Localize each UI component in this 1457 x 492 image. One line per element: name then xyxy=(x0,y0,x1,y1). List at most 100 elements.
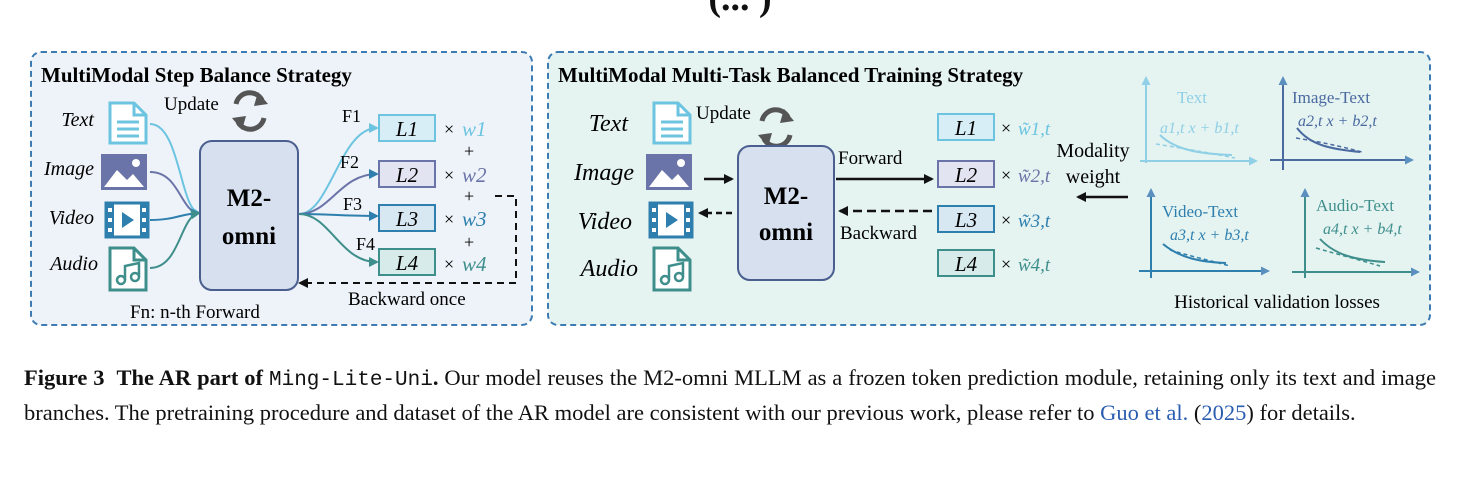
left-plus3: + xyxy=(464,232,474,252)
mini-plot-video-text: Video-Text a3,t x + b3,t xyxy=(1139,188,1270,278)
left-loss1-box xyxy=(378,114,436,142)
right-loss3-box xyxy=(937,205,995,233)
left-weight2: w2 xyxy=(462,163,487,187)
citation-author-link[interactable]: Guo et al. xyxy=(1100,400,1189,425)
left-plus1: + xyxy=(464,141,474,161)
right-weight3: w̃3,t xyxy=(1018,211,1051,232)
right-loss2-label: L2 xyxy=(954,163,978,187)
right-model-label-line1: M2- xyxy=(764,183,808,210)
left-audio-arrow xyxy=(149,209,201,269)
caption-body-2: for details. xyxy=(1253,400,1356,425)
right-panel-title: MultiModal Multi-Task Balanced Training … xyxy=(558,63,1024,87)
left-forward1-arrow xyxy=(298,123,379,215)
image-icon xyxy=(101,154,147,190)
left-forward3-label: F3 xyxy=(343,194,362,214)
cropped-header-fragment: (... ) xyxy=(708,0,771,19)
right-weight4: w̃4,t xyxy=(1018,255,1051,276)
image-icon xyxy=(646,154,692,190)
audio-icon xyxy=(652,246,692,292)
left-loss4-label: L4 xyxy=(395,251,419,275)
mini-plot-image-text-formula: a2,t x + b2,t xyxy=(1298,113,1377,130)
right-panel: MultiModal Multi-Task Balanced Training … xyxy=(547,51,1431,326)
caption-bold-title: The AR part of xyxy=(116,365,264,390)
figure-number: Figure 3 xyxy=(24,365,105,390)
left-forward2-label: F2 xyxy=(340,152,359,172)
right-input-audio-label: Audio xyxy=(579,256,638,282)
right-model-box xyxy=(737,145,835,281)
left-update-label: Update xyxy=(164,94,219,115)
right-forward-label: Forward xyxy=(838,148,903,169)
architecture-diagram: (... ) MultiModal Step Balance Strategy … xyxy=(30,0,1431,326)
left-forward1-label: F1 xyxy=(342,106,361,126)
left-times1: × xyxy=(444,119,454,139)
left-times3: × xyxy=(444,209,454,229)
document-icon xyxy=(652,101,692,145)
historical-losses-caption: Historical validation losses xyxy=(1174,292,1380,313)
modality-weight-label-line1: Modality xyxy=(1056,140,1129,162)
left-weight1: w1 xyxy=(462,117,487,141)
right-input-text-label: Text xyxy=(589,111,629,137)
right-model-label-line2: omni xyxy=(759,219,813,246)
right-loss1-box xyxy=(937,113,995,141)
right-times2: × xyxy=(1001,165,1011,185)
right-times4: × xyxy=(1001,254,1011,274)
right-input-image-label: Image xyxy=(573,160,634,186)
mini-plot-video-text-title: Video-Text xyxy=(1162,202,1238,221)
mini-plot-image-text-title: Image-Text xyxy=(1292,88,1370,107)
right-loss2-box xyxy=(937,160,995,188)
document-icon xyxy=(108,101,148,145)
left-times4: × xyxy=(444,254,454,274)
video-icon xyxy=(104,201,150,239)
video-icon xyxy=(648,201,694,239)
modality-weight-label-line2: weight xyxy=(1066,166,1121,188)
left-backward-label: Backward once xyxy=(348,289,466,310)
caption-code-name: Ming-Lite-Uni xyxy=(269,369,433,392)
mini-plot-text-formula: a1,t x + b1,t xyxy=(1160,120,1239,137)
left-loss3-label: L3 xyxy=(395,207,418,231)
left-input-audio-label: Audio xyxy=(48,253,98,275)
mini-plot-video-text-formula: a3,t x + b3,t xyxy=(1170,227,1249,244)
right-times1: × xyxy=(1001,118,1011,138)
left-loss2-label: L2 xyxy=(395,163,419,187)
right-loss1-label: L1 xyxy=(954,116,977,140)
left-times2: × xyxy=(444,165,454,185)
mini-plot-audio-text-title: Audio-Text xyxy=(1316,196,1394,215)
left-forward4-arrow xyxy=(298,213,379,267)
mini-plot-text: Text a1,t x + b1,t xyxy=(1140,76,1258,166)
left-forward3-arrow xyxy=(298,210,379,221)
left-model-label-line2: omni xyxy=(222,223,276,250)
left-input-video-label: Video xyxy=(49,207,94,229)
right-weight1: w̃1,t xyxy=(1018,119,1051,140)
left-input-image-label: Image xyxy=(43,158,94,180)
left-loss4-box xyxy=(378,248,436,276)
left-model-label-line1: M2- xyxy=(227,185,271,212)
left-loss2-box xyxy=(378,160,436,188)
right-backward-label: Backward xyxy=(840,223,918,244)
left-forward4-label: F4 xyxy=(356,234,375,254)
left-panel: MultiModal Step Balance Strategy Text Im… xyxy=(30,51,533,326)
right-input-video-label: Video xyxy=(578,209,632,235)
left-weight3: w3 xyxy=(462,207,487,231)
mini-plot-text-title: Text xyxy=(1177,88,1207,107)
left-footnote: Fn: n-th Forward xyxy=(130,302,260,323)
audio-icon xyxy=(108,246,148,292)
right-weight2: w̃2,t xyxy=(1018,166,1051,187)
left-backward-arrow xyxy=(298,195,517,288)
mini-plot-audio-text-formula: a4,t x + b4,t xyxy=(1323,221,1402,238)
caption-body-1: Our model reuses the M2-omni MLLM as a f… xyxy=(24,365,1436,425)
left-forward2-arrow xyxy=(298,169,379,215)
right-loss4-box xyxy=(937,249,995,277)
left-input-text-label: Text xyxy=(61,109,94,131)
mini-plot-image-text: Image-Text a2,t x + b2,t xyxy=(1270,76,1414,170)
refresh-icon xyxy=(232,90,268,132)
mini-plot-audio-text: Audio-Text a4,t x + b4,t xyxy=(1292,188,1420,278)
figure-caption: Figure 3 The AR part of Ming-Lite-Uni. O… xyxy=(24,365,1436,425)
caption-title-period: . xyxy=(432,365,439,390)
left-model-box xyxy=(199,140,299,291)
left-plus2: + xyxy=(464,186,474,206)
right-loss4-label: L4 xyxy=(954,252,978,276)
right-update-label: Update xyxy=(696,103,751,124)
citation-year-link[interactable]: 2025 xyxy=(1201,400,1247,425)
left-weight4: w4 xyxy=(462,252,487,276)
right-times3: × xyxy=(1001,210,1011,230)
